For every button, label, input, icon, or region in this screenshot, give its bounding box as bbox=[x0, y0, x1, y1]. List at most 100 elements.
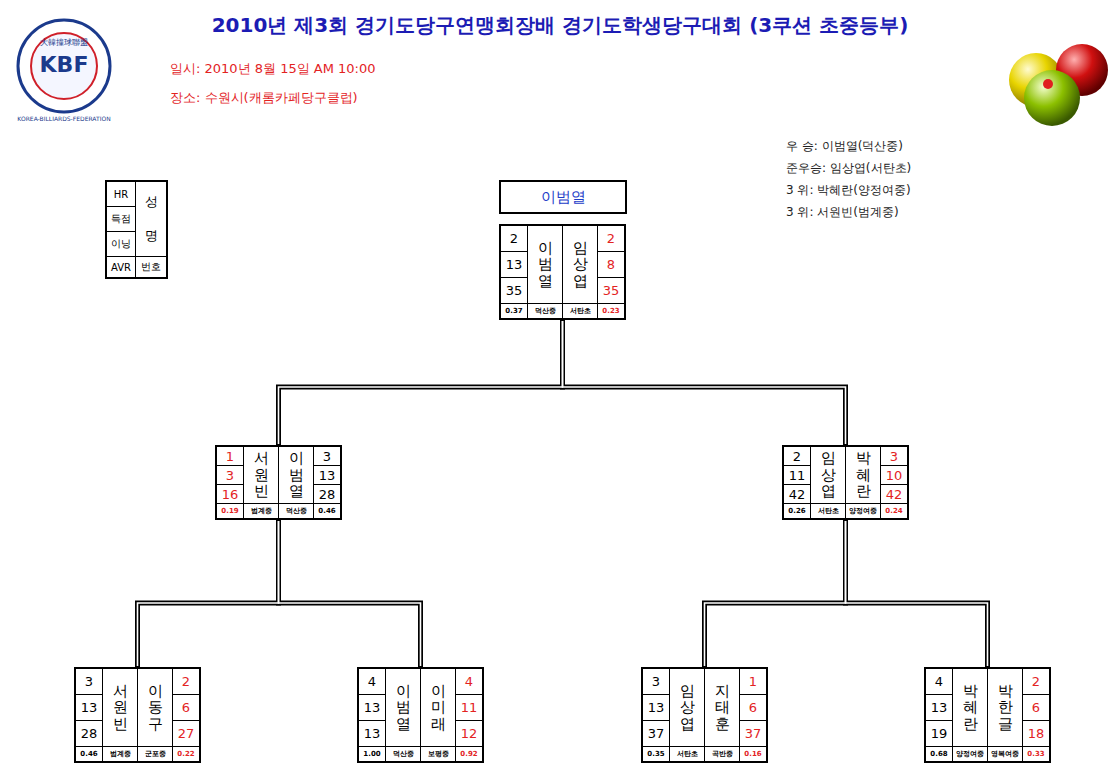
connector-inner bbox=[705, 521, 846, 666]
title: 2010년 제3회 경기도당구연맹회장배 경기도학생당구대회 (3쿠션 초중등부… bbox=[0, 12, 1120, 39]
score-cell: 10 bbox=[881, 466, 907, 484]
average: 1.00 bbox=[363, 750, 380, 758]
score-cell: 13 bbox=[314, 466, 340, 484]
school-name: 덕산중 bbox=[286, 506, 307, 516]
score-cell: 18 bbox=[1023, 721, 1049, 746]
school-name: 양정여중 bbox=[849, 506, 877, 516]
score-cell: 임상엽 bbox=[670, 669, 704, 746]
score-cell: 득점 bbox=[107, 207, 135, 231]
score-cell: 2 bbox=[784, 447, 810, 465]
score-stat: 12 bbox=[461, 726, 478, 741]
player-name: 서원빈 bbox=[254, 450, 269, 500]
player-name: 이범열 bbox=[396, 683, 411, 733]
average: 0.23 bbox=[602, 307, 619, 315]
score-cell: 서탄초 bbox=[563, 304, 597, 318]
score-stat: 35 bbox=[506, 283, 523, 298]
score-cell: AVR bbox=[107, 257, 135, 277]
connector-inner bbox=[138, 521, 279, 666]
score-cell: 4 bbox=[456, 669, 482, 694]
score-stat: 2 bbox=[607, 231, 615, 246]
champion-name: 이범열 bbox=[541, 188, 586, 207]
score-stat: 2 bbox=[510, 231, 518, 246]
connector-inner bbox=[563, 321, 846, 444]
score-cell: 양정여중 bbox=[953, 747, 987, 761]
player-name: 박한글 bbox=[998, 683, 1013, 733]
player-name: 박혜란 bbox=[963, 683, 978, 733]
logo-inner bbox=[31, 33, 97, 99]
score-stat: 3 bbox=[652, 674, 660, 689]
average: 0.26 bbox=[788, 507, 805, 515]
score-cell: 3 bbox=[76, 669, 102, 694]
school-name: 범계중 bbox=[251, 506, 272, 516]
score-cell: 서탄초 bbox=[670, 747, 704, 761]
score-cell: 13 bbox=[643, 695, 669, 720]
score-stat: 6 bbox=[182, 700, 190, 715]
player-name: 이범열 bbox=[289, 450, 304, 500]
score-cell: 4 bbox=[926, 669, 952, 694]
school-name: 서탄초 bbox=[677, 749, 698, 759]
bracket-connector bbox=[563, 320, 846, 445]
score-cell: 13 bbox=[359, 721, 385, 746]
connector-inner bbox=[279, 521, 421, 666]
key-label: AVR bbox=[111, 262, 131, 273]
player-name: 이범열 bbox=[538, 240, 553, 290]
score-cell: 42 bbox=[784, 485, 810, 503]
score-cell: 13 bbox=[359, 695, 385, 720]
school-name: 보평중 bbox=[428, 749, 449, 759]
score-cell: 덕산중 bbox=[528, 304, 562, 318]
average: 0.46 bbox=[318, 507, 335, 515]
score-stat: 1 bbox=[226, 449, 234, 464]
score-cell: 이범열 bbox=[386, 669, 420, 746]
school-name: 범계중 bbox=[110, 749, 131, 759]
match-box: 41313이범열이미래411121.00덕산중보평중0.92 bbox=[357, 667, 484, 763]
score-cell: 0.16 bbox=[740, 747, 766, 761]
score-stat: 3 bbox=[226, 468, 234, 483]
score-cell: 3 bbox=[643, 669, 669, 694]
school-name: 덕산중 bbox=[393, 749, 414, 759]
score-cell: 13 bbox=[76, 695, 102, 720]
date-note: 일시: 2010년 8월 15일 AM 10:00 bbox=[170, 60, 376, 78]
score-cell: 임상엽 bbox=[811, 447, 845, 503]
score-cell: 11 bbox=[456, 695, 482, 720]
key-label: 이닝 bbox=[111, 237, 131, 251]
score-stat: 10 bbox=[886, 468, 903, 483]
score-stat: 2 bbox=[793, 449, 801, 464]
score-cell: 42 bbox=[881, 485, 907, 503]
score-cell: 0.24 bbox=[881, 504, 907, 518]
score-stat: 27 bbox=[178, 726, 195, 741]
score-cell: 박혜란 bbox=[846, 447, 880, 503]
score-cell: 28 bbox=[76, 721, 102, 746]
score-stat: 13 bbox=[364, 700, 381, 715]
score-cell: 1 bbox=[740, 669, 766, 694]
score-cell: 6 bbox=[740, 695, 766, 720]
ball-spot bbox=[1043, 79, 1053, 89]
score-stat: 42 bbox=[789, 487, 806, 502]
bracket-connector bbox=[846, 520, 988, 667]
score-stat: 37 bbox=[648, 726, 665, 741]
score-stat: 37 bbox=[745, 726, 762, 741]
average: 0.46 bbox=[80, 750, 97, 758]
score-stat: 13 bbox=[81, 700, 98, 715]
score-cell: 1.00 bbox=[359, 747, 385, 761]
score-cell: 보평중 bbox=[421, 747, 455, 761]
score-stat: 6 bbox=[749, 700, 757, 715]
champion-box: 이범열 bbox=[499, 180, 627, 214]
player-name: 임상엽 bbox=[680, 683, 695, 733]
logo-text: KOREA-BILLIARDS-FEDERATION bbox=[14, 115, 114, 122]
logo-mark: KBF bbox=[32, 52, 96, 77]
score-cell: 이범열 bbox=[528, 226, 562, 303]
result-line: 준우승: 임상엽(서탄초) bbox=[786, 160, 911, 177]
average: 0.24 bbox=[885, 507, 902, 515]
match-box: 21142임상엽박혜란310420.26서탄초양정여중0.24 bbox=[782, 445, 909, 520]
place-note: 장소: 수원시(캐롬카페당구클럽) bbox=[170, 89, 358, 107]
key-box: HR득점이닝성명AVR번호 bbox=[105, 180, 168, 279]
score-cell: 3 bbox=[314, 447, 340, 465]
score-cell: 서원빈 bbox=[103, 669, 137, 746]
score-stat: 13 bbox=[364, 726, 381, 741]
score-cell: 0.19 bbox=[217, 504, 243, 518]
score-cell: 0.26 bbox=[784, 504, 810, 518]
score-stat: 4 bbox=[368, 674, 376, 689]
match-box: 31337임상엽지태훈16370.35서탄초곡반중0.16 bbox=[641, 667, 768, 763]
score-cell: 이미래 bbox=[421, 669, 455, 746]
